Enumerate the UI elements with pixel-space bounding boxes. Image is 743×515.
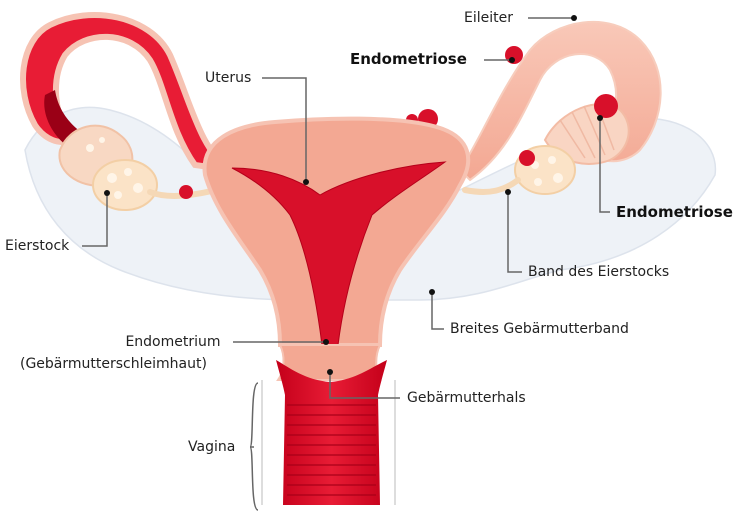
label-vagina: Vagina <box>188 438 235 456</box>
label-eierstock: Eierstock <box>5 237 69 255</box>
endometriosis-lesion-left <box>179 185 193 199</box>
endometriosis-lesion-ovary <box>519 150 535 166</box>
label-eileiter: Eileiter <box>464 9 513 27</box>
label-endometriose-top: Endometriose <box>350 50 467 68</box>
label-endometrium: Endometrium <box>118 333 228 351</box>
label-endometrium-sub: (Gebärmutterschleimhaut) <box>20 355 207 373</box>
label-endometriose-right: Endometriose <box>616 203 733 221</box>
label-uterus: Uterus <box>205 69 251 87</box>
label-breites-gebaermutterband: Breites Gebärmutterband <box>450 320 629 338</box>
label-band-des-eierstocks: Band des Eierstocks <box>528 263 669 281</box>
label-gebaermutterhals: Gebärmutterhals <box>407 389 526 407</box>
vagina <box>276 360 387 505</box>
left-ovary <box>93 160 157 210</box>
endometriosis-lesion-fimbriae <box>594 94 618 118</box>
